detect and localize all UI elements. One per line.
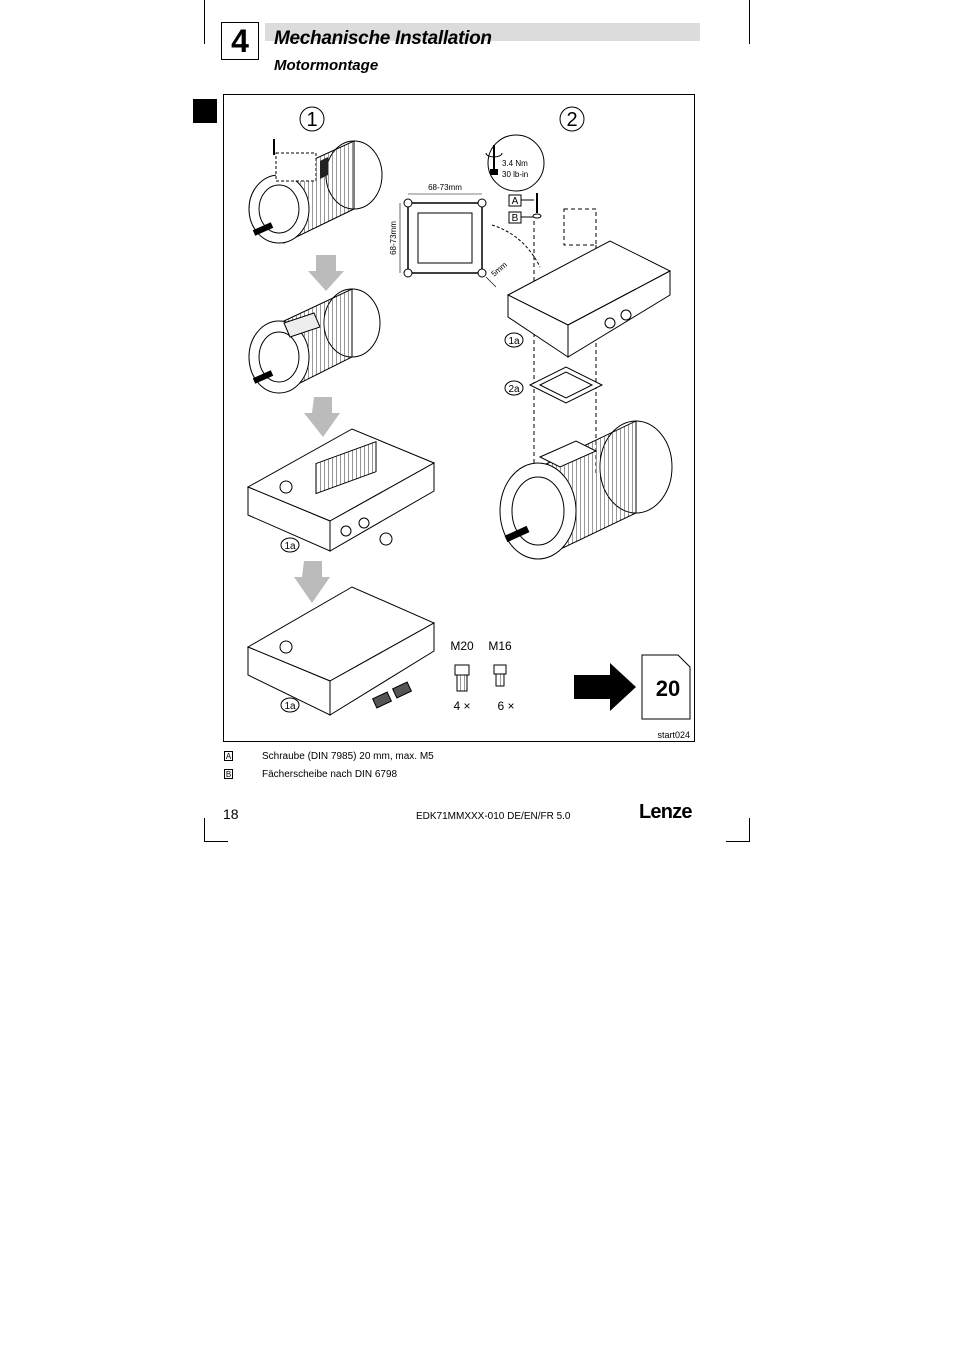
- terminal-box-glands-drawing: [246, 586, 436, 716]
- down-arrow-icon: [294, 561, 330, 603]
- torque-nm: 3.4 Nm: [502, 159, 528, 168]
- figure-id: start024: [657, 730, 690, 740]
- callout-1a-label: 1a: [508, 336, 520, 347]
- page-title: Mechanische Installation: [274, 28, 492, 49]
- gland-m16-icon: [493, 664, 507, 687]
- legend-key: A: [224, 751, 233, 761]
- motor-step2-drawing: [499, 420, 673, 560]
- callout-1a-bottom: 1a: [280, 697, 300, 713]
- callout-2a: 2a: [504, 380, 524, 396]
- brand-logo: Lenze: [639, 801, 692, 823]
- callout-1a-label: 1a: [284, 541, 296, 552]
- chapter-number: 4: [221, 22, 259, 60]
- callout-A-label: A: [512, 196, 519, 207]
- callout-B: B: [508, 211, 534, 224]
- chapter-tab-marker: [193, 99, 217, 123]
- legend-text: Schraube (DIN 7985) 20 mm, max. M5: [262, 751, 434, 762]
- page-subtitle: Motormontage: [274, 57, 379, 74]
- down-arrow-icon: [304, 397, 340, 437]
- document-id: EDK71MMXXX-010 DE/EN/FR 5.0: [416, 811, 571, 822]
- next-page-box: [641, 654, 691, 720]
- next-page-arrow-icon: [574, 663, 636, 711]
- installation-figure: 1 2: [223, 94, 695, 742]
- callout-2a-label: 2a: [508, 384, 520, 395]
- crop-mark-bottom-left-v: [204, 818, 205, 842]
- legend-text: Fächerscheibe nach DIN 6798: [262, 769, 398, 780]
- torque-lbin: 30 lb-in: [502, 170, 528, 179]
- terminal-box-drawing: [246, 428, 436, 552]
- crop-mark-top-left: [204, 0, 205, 44]
- crop-mark-bottom-left-h: [204, 841, 228, 842]
- callout-1a-top: 1a: [280, 537, 300, 553]
- box-on-motor-drawing: [506, 208, 672, 475]
- gland-m20-icon: [454, 664, 470, 692]
- callout-B-label: B: [512, 213, 519, 224]
- dim-offset: 5mm: [490, 260, 510, 279]
- crop-mark-bottom-right-v: [749, 818, 750, 842]
- crop-mark-bottom-right-h: [726, 841, 750, 842]
- washer-icon: [532, 213, 542, 219]
- step-2-marker: 2: [559, 106, 585, 132]
- legend-key: B: [224, 769, 233, 779]
- legend-item: A Schraube (DIN 7985) 20 mm, max. M5: [224, 751, 434, 763]
- callout-1a-step2: 1a: [504, 332, 524, 348]
- motor-drawing: [248, 288, 381, 394]
- gland-m16-count: 6 ×: [497, 699, 514, 713]
- down-arrow-icon: [308, 255, 344, 291]
- torque-callout: 3.4 Nm 30 lb-in: [485, 134, 545, 192]
- step-1-marker: 1: [299, 106, 325, 132]
- callout-A: A: [508, 194, 534, 207]
- gland-m16-label: M16: [488, 639, 512, 653]
- dim-vertical: 68-73mm: [389, 221, 398, 255]
- crop-mark-top-right: [749, 0, 750, 44]
- dim-horizontal: 68-73mm: [428, 183, 462, 192]
- page-number: 18: [223, 806, 239, 822]
- title-bar: [265, 23, 700, 41]
- legend-item: B Fächerscheibe nach DIN 6798: [224, 769, 397, 781]
- gland-m20-label: M20: [450, 639, 474, 653]
- step-1-label: 1: [306, 109, 317, 131]
- next-page-number: 20: [656, 676, 680, 701]
- gland-m20-count: 4 ×: [453, 699, 470, 713]
- installation-illustration: 1 2: [246, 106, 691, 740]
- step-2-label: 2: [566, 109, 577, 131]
- motor-with-box-drawing: [248, 139, 383, 244]
- callout-1a-label: 1a: [284, 701, 296, 712]
